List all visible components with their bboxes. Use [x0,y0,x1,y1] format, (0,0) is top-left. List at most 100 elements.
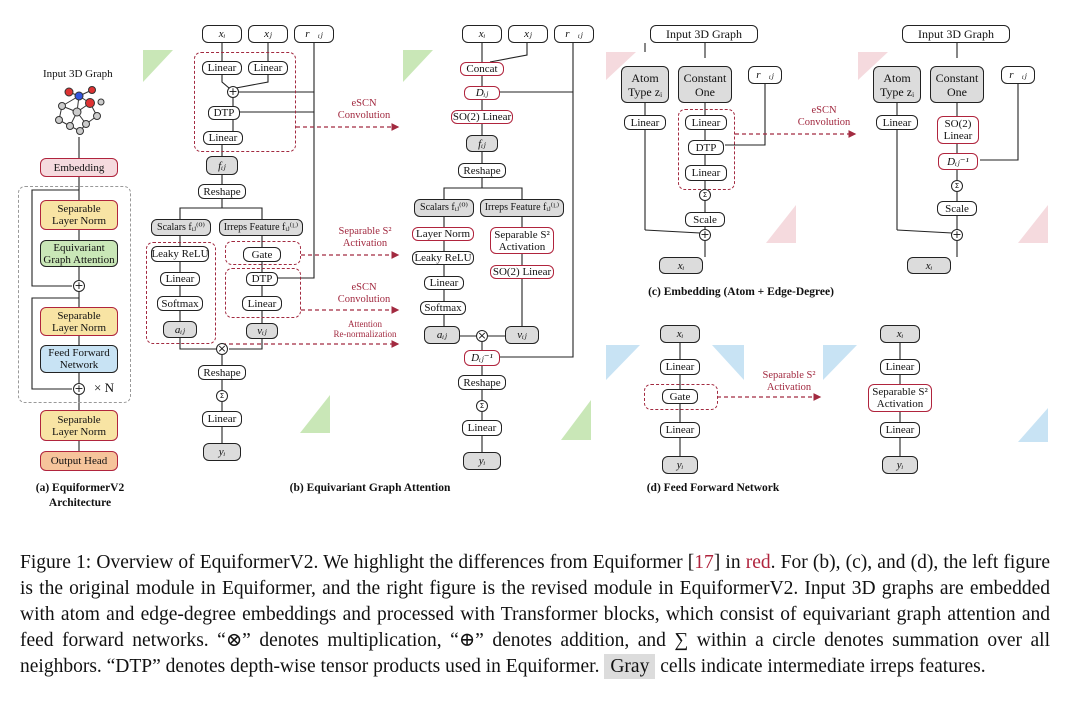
b1-linear: Linear [202,61,242,75]
add-symbol: + [951,228,963,241]
separable-layer-norm-3: Separable Layer Norm [40,410,118,441]
caption-text: ] in [713,552,746,573]
b2-leaky-relu: Leaky ReLU [412,251,474,265]
b2-concat: Concat [460,62,504,76]
multiply-symbol: × [216,342,228,355]
b1-dtp: DTP [208,106,240,120]
b1-gate: Gate [243,247,281,262]
c1-linear: Linear [685,115,727,130]
c1-linear: Linear [624,115,666,130]
separable-s2-activation-label: Separable S² Activation [762,370,816,393]
d1-linear: Linear [660,422,700,438]
b2-irreps: Irreps Feature fᵢⱼ⁽ᴸ⁾ [480,199,564,217]
d1-yi: yᵢ [662,456,698,474]
add-symbol: + [699,228,711,241]
separable-layer-norm-1: Separable Layer Norm [40,200,118,230]
b2-dij-inverse: Dᵢⱼ⁻¹ [464,350,500,366]
d2-linear: Linear [880,359,920,375]
caption-text: cells indicate intermediate irreps featu… [655,656,986,677]
d2-linear: Linear [880,422,920,438]
b1-gate-group [225,241,301,265]
c1-input-3d-graph: Input 3D Graph [650,25,758,43]
b1-xj: xⱼ [248,25,288,43]
b1-yi: yᵢ [203,443,241,461]
c2-atom-type: Atom Type zᵢ [873,66,921,103]
multiply-symbol: × [476,329,488,342]
c2-so2-linear: SO(2) Linear [937,116,979,144]
caption-text: . For (b), (c), and (d), the left figure… [20,552,1050,677]
escn-convolution-label-2: eSCN Convolution [337,282,391,305]
b1-vij: vᵢⱼ [246,323,278,339]
b1-dtp-group-2 [225,268,301,318]
b2-so2-linear: SO(2) Linear [490,265,554,279]
sum-symbol: Σ [476,400,488,412]
caption-text: Figure 1: Overview of EquiformerV2. We h… [20,552,695,573]
c2-dij-inverse: Dᵢⱼ⁻¹ [938,153,978,170]
b1-reshape: Reshape [198,365,246,380]
b2-aij: aᵢⱼ [424,326,460,344]
b1-linear: Linear [248,61,288,75]
d1-xi: xᵢ [660,325,700,343]
c2-linear: Linear [876,115,918,130]
caption-b: (b) Equivariant Graph Attention [289,482,451,494]
equivariant-graph-attention-block: Equivariant Graph Attention [40,240,118,267]
d1-gate: Gate [662,389,698,404]
b2-separable-s2-activation: Separable S² Activation [490,227,554,254]
b2-dij: Dᵢⱼ [464,86,500,100]
c2-xi: xᵢ [907,257,951,274]
caption-red-word: red [745,552,771,573]
separable-layer-norm-2: Separable Layer Norm [40,307,118,336]
b2-xj: xⱼ [508,25,548,43]
b1-dtp: DTP [246,272,278,286]
b2-so2-linear: SO(2) Linear [451,110,513,124]
times-n-label: × N [94,380,114,395]
transformer-block-group [18,186,131,403]
a-title: Input 3D Graph [43,68,113,80]
d1-linear: Linear [660,359,700,375]
attention-renormalization-label: Attention Re-normalization [333,319,397,339]
separable-s2-activation-label: Separable S² Activation [338,226,392,249]
b1-linear: Linear [202,411,242,427]
b2-xi: xᵢ [462,25,502,43]
b1-fij: fᵢⱼ [206,156,238,175]
b1-aij: aᵢⱼ [163,321,197,338]
b2-softmax: Softmax [420,301,466,315]
b1-dtp-group [194,52,296,152]
b1-reshape: Reshape [198,184,246,199]
caption-gray-cell: Gray [604,654,656,679]
sum-symbol: Σ [216,390,228,402]
b1-scalars: Scalars fᵢⱼ⁽⁰⁾ [151,219,211,236]
b1-leaky-relu: Leaky ReLU [151,246,209,262]
b2-linear: Linear [424,276,464,290]
b2-reshape: Reshape [458,163,506,178]
c2-input-3d-graph: Input 3D Graph [902,25,1010,43]
caption-reference[interactable]: 17 [694,552,714,573]
b2-reshape: Reshape [458,375,506,390]
figure: Input 3D Graph Embedding Separable Layer… [18,25,1048,509]
sum-symbol: Σ [951,180,963,192]
c1-atom-type: Atom Type zᵢ [621,66,669,103]
embedding-block: Embedding [40,158,118,177]
figure-caption: Figure 1: Overview of EquiformerV2. We h… [20,550,1050,680]
b2-scalars: Scalars fᵢⱼ⁽⁰⁾ [414,199,474,217]
c1-scale: Scale [685,212,725,227]
add-symbol: + [227,85,239,98]
b1-rij: r⃗ᵢⱼ [294,25,334,43]
caption-d: (d) Feed Forward Network [646,482,780,494]
d2-yi: yᵢ [882,456,918,474]
c1-rij: r⃗ᵢⱼ [748,66,782,84]
b2-fij: fᵢⱼ [466,135,498,152]
b1-linear: Linear [160,272,200,286]
c2-rij: r⃗ᵢⱼ [1001,66,1035,84]
sum-symbol: Σ [699,189,711,201]
b2-yi: yᵢ [463,452,501,470]
b1-attention-group [146,242,216,344]
escn-convolution-label: eSCN Convolution [337,98,391,121]
c1-constant-one: Constant One [678,66,732,103]
b1-xi: xᵢ [202,25,242,43]
d1-gate-group [644,384,718,410]
caption-a-line1: (a) EquiformerV2 [35,482,125,494]
caption-c: (c) Embedding (Atom + Edge-Degree) [648,286,834,298]
b1-linear: Linear [203,131,243,145]
d2-xi: xᵢ [880,325,920,343]
